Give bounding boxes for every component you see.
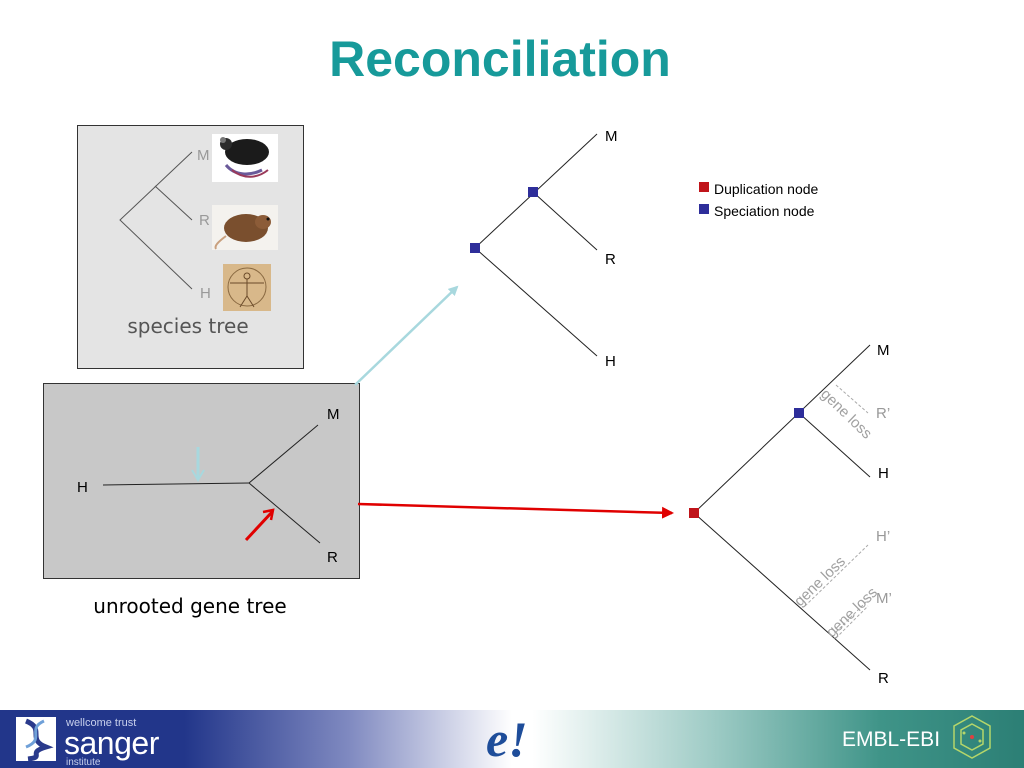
rooted-leaf-h: H xyxy=(878,465,889,482)
ebi-e-logo: e! xyxy=(486,711,528,767)
rooted-leaf-m-prime: M’ xyxy=(876,590,892,607)
speciation-node xyxy=(794,408,804,418)
gene-leaf-m: M xyxy=(327,406,340,423)
species-tree: M R H species tr xyxy=(119,134,278,338)
sanger-helix-icon xyxy=(16,717,56,761)
rooted-tree: M R’ H H’ M’ R gene loss gene loss gene … xyxy=(689,342,892,687)
root-arrow-red xyxy=(244,510,274,542)
sanger-logo: wellcome trust sanger institute xyxy=(14,715,184,768)
duplication-legend-swatch xyxy=(699,182,709,192)
rooted-leaf-r: R xyxy=(878,670,889,687)
rooted-leaf-m: M xyxy=(877,342,890,359)
gene-loss-label: gene loss xyxy=(817,386,875,443)
duplication-node xyxy=(689,508,699,518)
mouse-image xyxy=(212,134,278,182)
gene-tree-branch-m xyxy=(248,424,319,484)
gene-tree-caption: unrooted gene tree xyxy=(93,594,286,618)
gene-tree-branch-h xyxy=(102,482,250,486)
species-tree-caption: species tree xyxy=(127,314,248,338)
species-tree-branch-outer xyxy=(119,151,193,290)
legend: Duplication node Speciation node xyxy=(699,181,819,219)
gene-leaf-h: H xyxy=(77,479,88,496)
reconciled-leaf-h: H xyxy=(605,353,616,370)
human-image xyxy=(223,264,271,311)
species-tree-branch-inner xyxy=(154,185,193,221)
duplication-legend-label: Duplication node xyxy=(714,181,819,197)
embl-hexagon-icon xyxy=(953,715,991,759)
reconciled-leaf-r: R xyxy=(605,251,616,268)
reconciled-tree: M R H xyxy=(470,128,618,370)
arrow-to-rooted-tree xyxy=(357,502,674,519)
embl-ebi-text: EMBL-EBI xyxy=(842,728,941,751)
speciation-node xyxy=(470,243,480,253)
gene-loss-label: gene loss xyxy=(823,584,881,641)
speciation-legend-label: Speciation node xyxy=(714,203,815,219)
arrow-to-reconciled-tree xyxy=(354,285,459,386)
species-leaf-r: R xyxy=(199,212,210,229)
reconciliation-diagram: M R H species tr xyxy=(77,128,892,687)
sanger-bottom-text: institute xyxy=(66,757,101,768)
reconciled-leaf-m: M xyxy=(605,128,618,145)
rat-image xyxy=(212,205,278,250)
sanger-main-text: sanger xyxy=(64,725,159,761)
unrooted-gene-tree: H M R unrooted gene tree xyxy=(77,406,340,618)
species-leaf-h: H xyxy=(200,285,211,302)
page-title: Reconciliation xyxy=(329,31,671,87)
speciation-node xyxy=(528,187,538,197)
footer-banner: wellcome trust sanger institute e! EMBL-… xyxy=(0,710,1024,768)
species-leaf-m: M xyxy=(197,147,210,164)
rooted-leaf-r-prime: R’ xyxy=(876,405,890,422)
sanger-top-text: wellcome trust xyxy=(66,717,137,729)
gene-tree-branch-r xyxy=(248,482,321,544)
gene-tree-panel xyxy=(43,383,360,579)
gene-loss-label: gene loss xyxy=(791,553,849,610)
gene-leaf-r: R xyxy=(327,549,338,566)
rooted-leaf-h-prime: H’ xyxy=(876,528,890,545)
speciation-legend-swatch xyxy=(699,204,709,214)
